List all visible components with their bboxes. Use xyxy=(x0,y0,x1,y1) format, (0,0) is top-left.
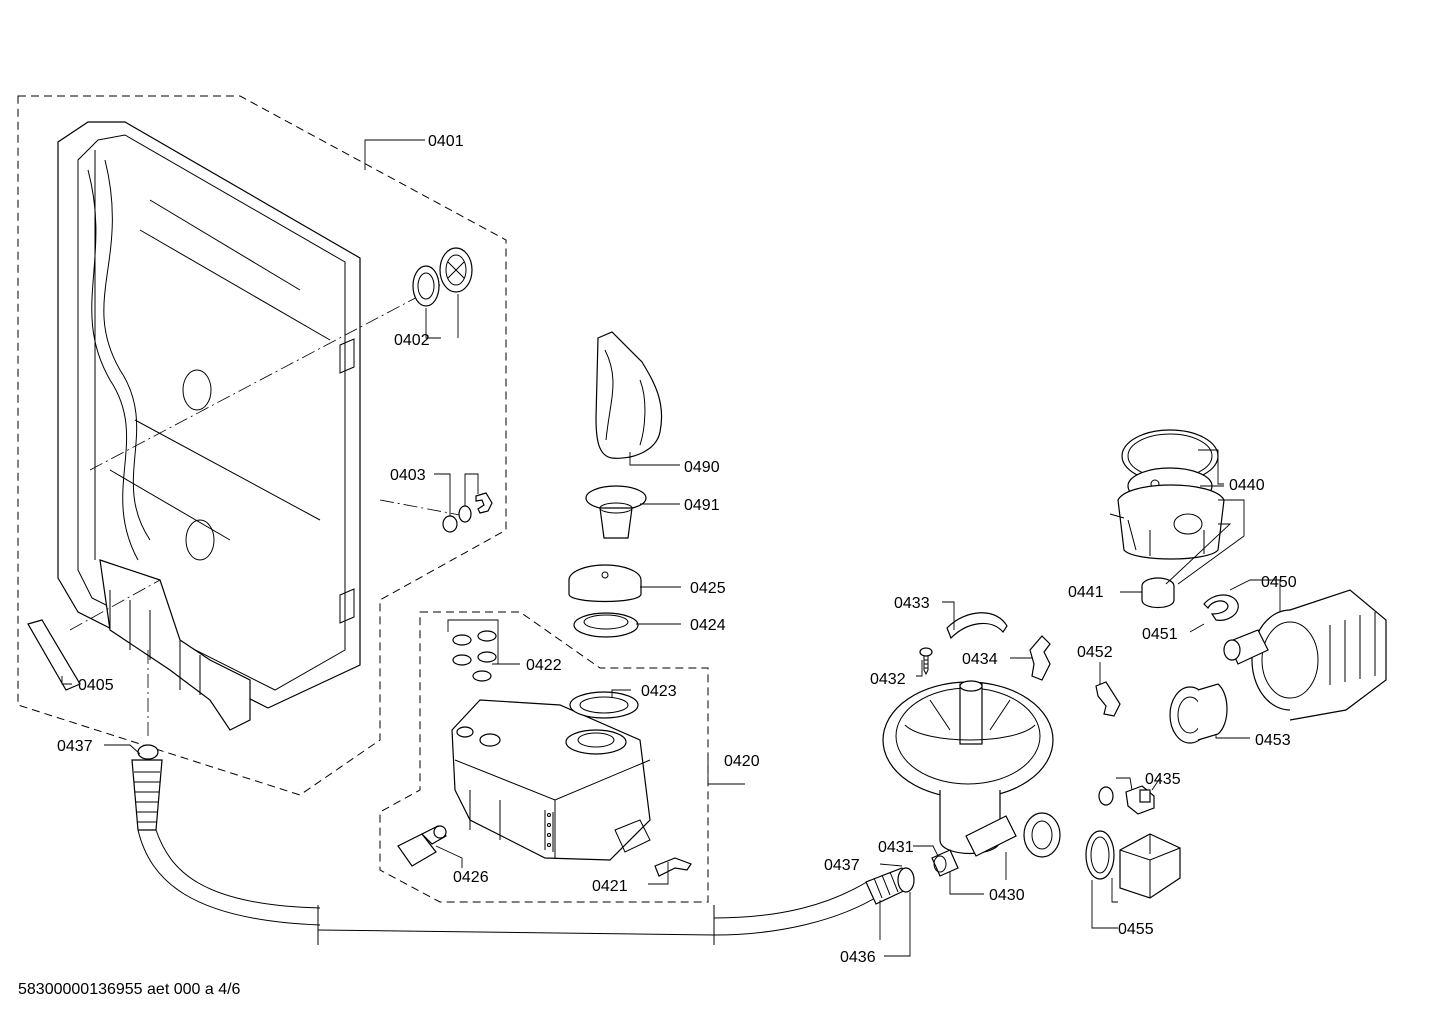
label-0436: 0436 xyxy=(840,949,876,966)
label-0403: 0403 xyxy=(390,467,426,484)
clip-part-0452 xyxy=(1095,681,1121,717)
label-0402: 0402 xyxy=(394,332,430,349)
bracket-part xyxy=(946,612,1008,640)
seal-ring-part xyxy=(412,265,440,307)
label-0441: 0441 xyxy=(1068,584,1104,601)
label-0421: 0421 xyxy=(592,878,628,895)
lever-part xyxy=(27,619,81,691)
label-0455: 0455 xyxy=(1118,921,1154,938)
label-0434: 0434 xyxy=(962,651,998,668)
water-softener-group-boundary xyxy=(379,611,709,903)
side-panel-part xyxy=(57,121,361,731)
label-0437-left: 0437 xyxy=(57,738,93,755)
drain-hose-right xyxy=(713,867,915,945)
label-0425: 0425 xyxy=(690,580,726,597)
ring-part xyxy=(573,612,639,638)
axis-line xyxy=(379,499,461,516)
clip-part-0421 xyxy=(654,857,692,877)
label-0424: 0424 xyxy=(690,617,726,634)
drain-hose-left xyxy=(131,744,715,945)
leader-lines xyxy=(61,139,1281,957)
outlet-part xyxy=(1169,683,1228,744)
heater-element-part xyxy=(1141,577,1175,609)
axis-line xyxy=(89,284,441,471)
water-softener-housing-part xyxy=(451,691,651,861)
cap-part xyxy=(439,247,473,293)
drain-pump-part xyxy=(1085,830,1181,899)
heater-cover-part xyxy=(1109,429,1225,560)
label-0405: 0405 xyxy=(78,677,114,694)
side-panel-group-boundary xyxy=(17,95,507,796)
label-0451: 0451 xyxy=(1142,626,1178,643)
label-0426: 0426 xyxy=(453,869,489,886)
label-0430: 0430 xyxy=(989,887,1025,904)
label-0423: 0423 xyxy=(641,683,677,700)
document-id: 58300000136955 aet 000 a 4/6 xyxy=(18,981,241,998)
label-0420: 0420 xyxy=(724,753,760,770)
label-0490: 0490 xyxy=(684,459,720,476)
axis-line xyxy=(69,579,161,631)
clamp-part xyxy=(1203,594,1239,621)
circulation-pump-part xyxy=(1223,589,1387,721)
sensor-part xyxy=(397,825,447,867)
pump-sump-part xyxy=(882,680,1061,858)
funnel-part xyxy=(595,331,663,459)
sensor-part-0435 xyxy=(1098,785,1155,815)
label-0433: 0433 xyxy=(894,595,930,612)
label-0491: 0491 xyxy=(684,497,720,514)
label-0450: 0450 xyxy=(1261,574,1297,591)
label-0437-right: 0437 xyxy=(824,857,860,874)
adapter-part xyxy=(931,849,959,877)
label-0440: 0440 xyxy=(1229,477,1265,494)
small-caps-parts xyxy=(452,630,497,682)
lid-part xyxy=(568,564,642,603)
funnel-cup-part xyxy=(585,485,647,539)
label-0435: 0435 xyxy=(1145,771,1181,788)
label-0432: 0432 xyxy=(870,671,906,688)
label-0452: 0452 xyxy=(1077,644,1113,661)
label-0431: 0431 xyxy=(878,839,914,856)
clip-part-0434 xyxy=(1029,635,1051,681)
label-0422: 0422 xyxy=(526,657,562,674)
label-0401: 0401 xyxy=(428,133,464,150)
screw-part xyxy=(919,647,933,676)
label-0453: 0453 xyxy=(1255,732,1291,749)
